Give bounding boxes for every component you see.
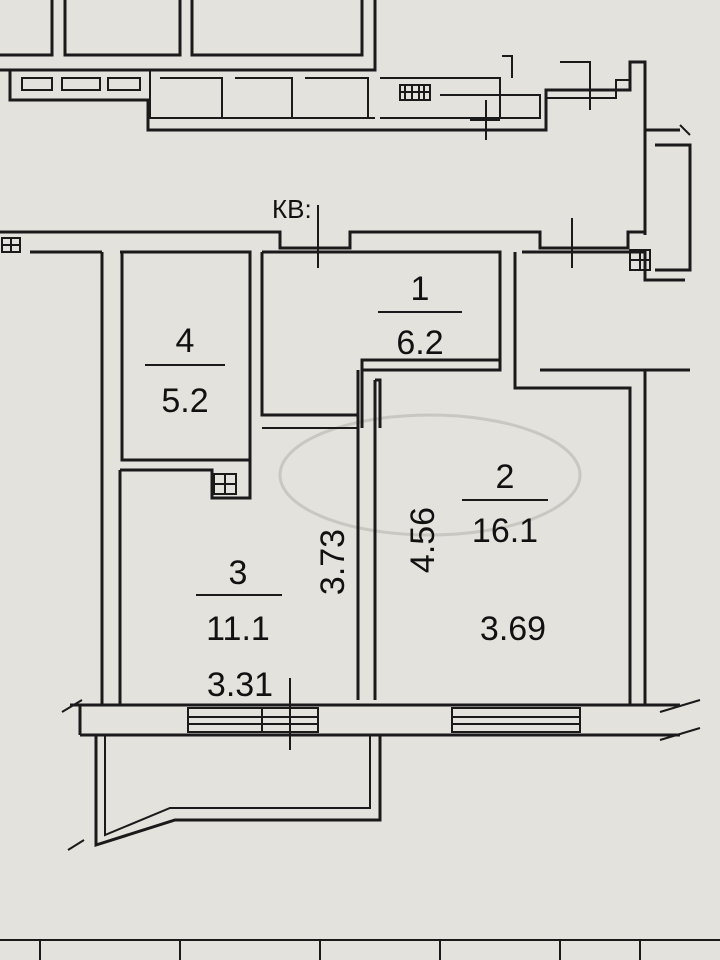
- room-1-number: 1: [411, 270, 430, 308]
- room-3-area: 11.1: [206, 610, 270, 648]
- room-1-area: 6.2: [396, 324, 443, 362]
- room-2-width: 3.69: [480, 610, 546, 648]
- bottom-table-border: [0, 939, 720, 960]
- window-room-3: [187, 707, 319, 733]
- watermark-logo: [278, 413, 582, 537]
- room-2-length: 4.56: [404, 507, 442, 573]
- windows: [187, 707, 581, 733]
- room-3-number: 3: [229, 554, 248, 592]
- upper-neighbor-walls: [0, 0, 692, 272]
- window-room-2: [451, 707, 581, 733]
- room-3-length: 3.73: [314, 529, 352, 595]
- dimension-ticks: [61, 124, 701, 851]
- room-2-area: 16.1: [472, 512, 538, 550]
- room-2-number: 2: [496, 458, 515, 496]
- apartment-walls: [0, 230, 690, 848]
- room-3-width: 3.31: [207, 666, 273, 704]
- vent-icon: [1, 237, 651, 495]
- room-4-area: 5.2: [161, 382, 208, 420]
- room-4-number: 4: [176, 322, 195, 360]
- apartment-label: КВ:: [272, 194, 312, 224]
- fraction-lines: [145, 311, 548, 596]
